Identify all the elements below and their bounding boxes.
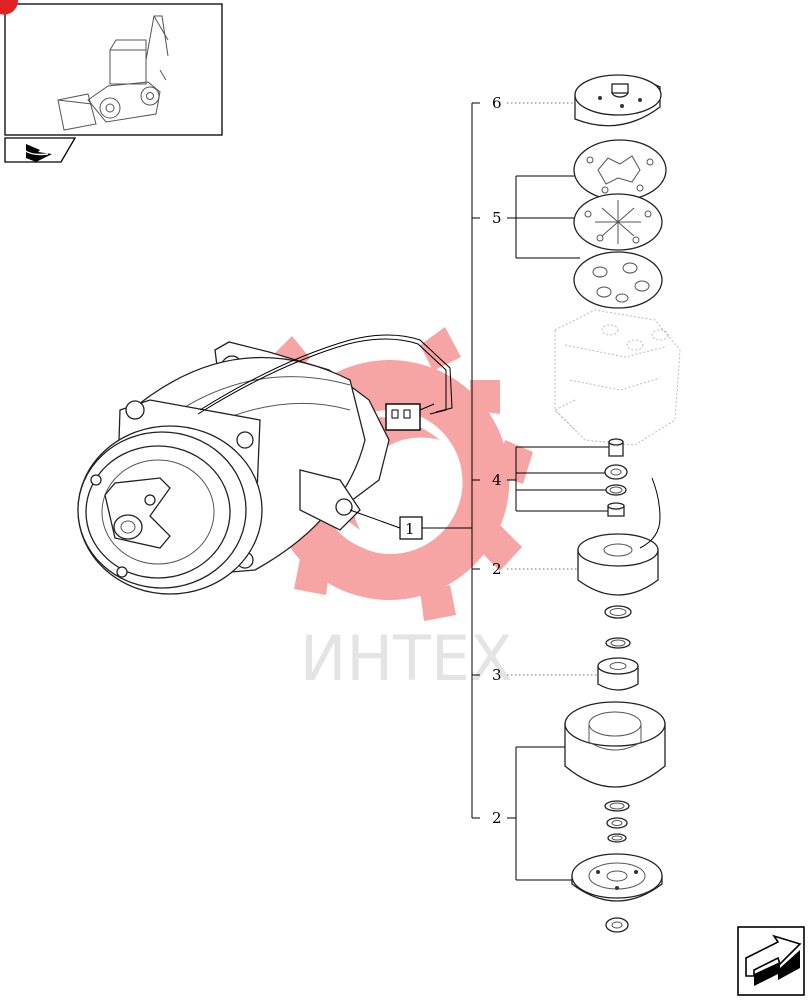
section-arrow-icon	[23, 144, 52, 162]
red-corner-marker	[0, 0, 19, 15]
callout-label-3[interactable]: 3	[492, 666, 502, 684]
part-2-clutch-coil	[577, 477, 661, 596]
section-tab[interactable]	[4, 137, 77, 163]
part-number-1: 1	[405, 520, 415, 538]
part-2-pulley	[564, 701, 666, 788]
part-5-gasket-bottom	[573, 251, 663, 309]
watermark-text: ИНТЕХ	[300, 622, 513, 695]
exploded-parts	[554, 74, 681, 933]
leader-lines	[507, 102, 610, 881]
part-5-valve-plate	[573, 193, 663, 251]
part-2-nut	[605, 917, 629, 933]
next-page-button[interactable]	[737, 926, 805, 996]
part-2-hub-plate	[571, 853, 663, 902]
compressor-assembly	[77, 334, 453, 595]
wire-connector	[385, 403, 435, 431]
next-page-arrow-icon	[745, 934, 802, 986]
part-6-cover	[574, 74, 662, 127]
callout-label-2-lower[interactable]: 2	[492, 809, 502, 827]
callout-label-4[interactable]: 4	[492, 471, 502, 489]
part-3-bearing	[597, 637, 639, 691]
callout-label-2-upper[interactable]: 2	[492, 560, 502, 578]
part-number-box[interactable]: 1	[399, 516, 423, 540]
part-4-seal-kit	[604, 438, 628, 517]
compressor-head-outline	[554, 309, 681, 446]
callout-labels: 6 5 4 2 3 2	[492, 94, 502, 827]
callout-label-6[interactable]: 6	[492, 94, 502, 112]
part-5-gasket-top	[573, 139, 667, 201]
part-2-shims	[604, 800, 630, 843]
backhoe-loader-thumbnail	[57, 15, 169, 131]
thumbnail-frame	[4, 3, 223, 136]
part-2-snap-ring-upper	[604, 605, 632, 619]
callout-label-5[interactable]: 5	[492, 209, 502, 227]
